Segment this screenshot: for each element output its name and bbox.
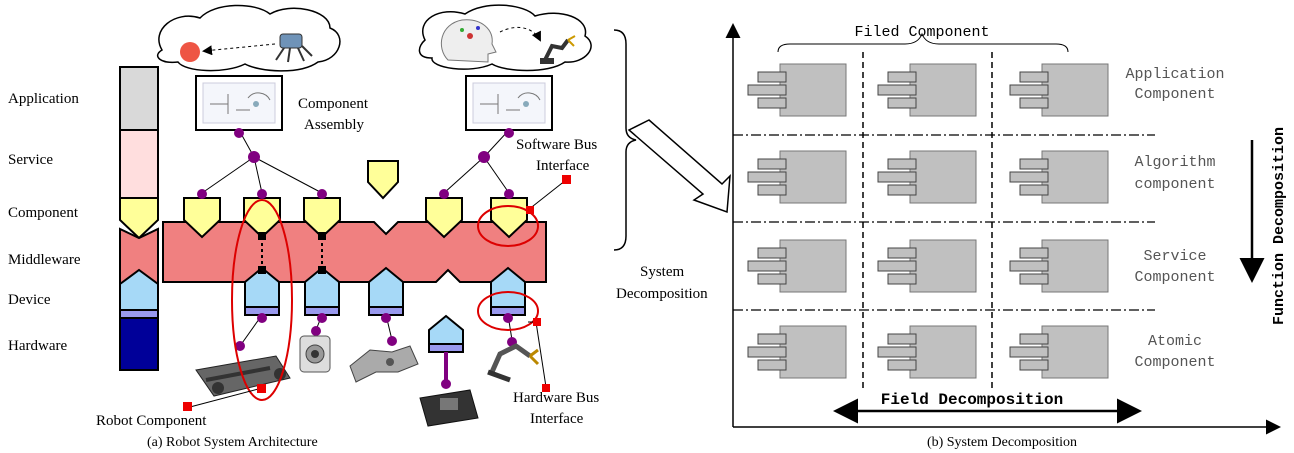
system-brace [613,29,637,251]
hardware-bus-label-2: Interface [530,411,584,427]
component-module [877,63,977,117]
row-separators [733,134,1155,311]
layer-label-component: Component [8,205,79,221]
assembly-tree-left [201,129,323,194]
decomposition-arrow [627,119,731,214]
component-layer-block [119,197,159,240]
device-layer-block [119,268,159,311]
system-decomposition-label-1: System [640,264,685,280]
layer-label-service: Service [8,152,53,168]
layer-stack [119,66,159,371]
bus-devices [244,266,526,353]
component-module-grid [747,63,1109,379]
brain-head-icon [440,19,497,63]
highlight-ellipses [231,199,539,401]
component-module [747,63,847,117]
filed-component-label: Filed Component [854,24,989,41]
component-module [1009,325,1109,379]
interface-markers [183,175,571,411]
component-module [1009,150,1109,204]
layer-label-device: Device [8,292,51,308]
device-3 [368,266,404,308]
assembly-screen-left [195,75,283,131]
application-layer-block [119,66,159,131]
hardware-bus-label-1: Hardware Bus [513,390,599,406]
left-panel-caption: (a) Robot System Architecture [147,435,318,450]
middleware-links [261,237,323,268]
component-3 [303,197,341,239]
layer-label-hardware: Hardware [8,338,67,354]
system-decomposition-label-2: Decomposition [616,286,708,302]
middleware-link-ports [258,232,326,274]
robot-component-highlight [231,199,293,401]
leader-lines [189,179,567,408]
assembly-screen-right [465,75,553,131]
system-decomposition: Filed Component Application Component Al… [725,23,1288,450]
function-decomposition-label: Function Decomposition [1271,127,1288,325]
column-separators [862,52,993,390]
device-5 [428,314,464,345]
row-label-service-1: Service [1143,248,1206,265]
software-bus-highlight [477,205,539,247]
row-label-application-1: Application [1125,66,1224,83]
gripper-hardware-icon [349,345,419,383]
component-module [1009,239,1109,293]
camera-hardware-icon [299,335,331,373]
row-label-atomic-1: Atomic [1148,333,1202,350]
component-module [877,325,977,379]
row-label-application-2: Component [1134,86,1215,103]
service-layer-block [119,129,159,199]
component-module [877,239,977,293]
robot-component-label: Robot Component [96,413,207,429]
row-label-algorithm-2: component [1134,176,1215,193]
layer-label-application: Application [8,91,79,107]
assembly-tree-right [443,129,510,194]
target-ball-icon [180,42,200,62]
row-label-algorithm-1: Algorithm [1134,154,1215,171]
unassembled-component [367,160,399,200]
component-module [877,150,977,204]
row-label-atomic-2: Component [1134,354,1215,371]
row-label-service-2: Component [1134,269,1215,286]
software-bus-label-2: Interface [536,158,590,174]
right-panel-caption: (b) System Decomposition [927,435,1077,450]
component-module [747,239,847,293]
middleware-bus [162,221,547,283]
arm-hardware-icon [487,343,540,383]
layer-label-middleware: Middleware [8,252,81,268]
filed-component-brace [777,32,1069,53]
field-decomposition-label: Field Decomposition [881,391,1063,409]
component-assembly-label-1: Component [298,96,369,112]
hardware-bus-highlight [477,291,539,331]
hardware-layer-block [119,317,159,371]
hardware-links [239,314,513,347]
component-assembly-label-2: Assembly [304,117,365,133]
mobile-robot-icon [275,33,313,63]
bus-components [183,197,528,239]
circuit-board-hardware-icon [419,389,479,427]
row-labels: Application Component Algorithm componen… [1125,66,1224,371]
robot-system-architecture: Application Service Component Middleware… [8,4,731,450]
device-band-block [119,309,159,319]
component-module [747,150,847,204]
software-bus-label-1: Software Bus [516,137,597,153]
thought-cloud-left [157,4,341,72]
robot-arm-icon [540,35,576,64]
component-module [747,325,847,379]
component-4 [425,197,463,239]
middleware-layer-block [119,227,159,285]
component-2 [243,197,281,239]
component-module [1009,63,1109,117]
component-1 [183,197,221,239]
